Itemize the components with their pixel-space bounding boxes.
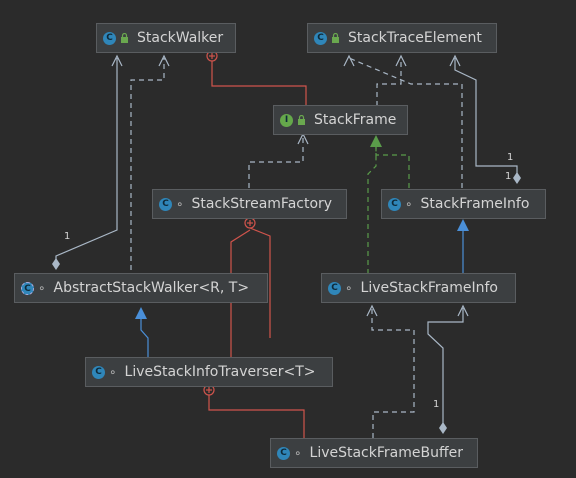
class-name: StackWalker — [137, 30, 224, 46]
class-node-stack-walker[interactable]: C StackWalker — [96, 23, 236, 53]
package-visibility-icon: ∘ — [405, 197, 413, 211]
interface-node-stack-frame[interactable]: I StackFrame — [273, 105, 408, 135]
multiplicity-label: 1 — [507, 152, 513, 163]
multiplicity-label: 1 — [64, 231, 70, 242]
open-arrowhead — [158, 54, 170, 67]
class-node-live-stack-frame-buffer[interactable]: C ∘ LiveStackFrameBuffer — [270, 438, 478, 468]
class-node-abstract-stack-walker[interactable]: C ∘ AbstractStackWalker<R, T> — [14, 273, 268, 303]
class-name: AbstractStackWalker<R, T> — [53, 280, 250, 296]
extends-arrowhead — [457, 219, 469, 231]
edge-ssf-sf-dependency — [248, 136, 304, 188]
edge-asw-sw-dependency — [130, 58, 165, 270]
class-icon: C — [328, 281, 341, 295]
edge-lsfb-lsfi-aggregation — [427, 308, 464, 428]
class-name: LiveStackFrameBuffer — [309, 445, 463, 461]
class-node-live-stack-frame-info[interactable]: C ∘ LiveStackFrameInfo — [321, 273, 516, 303]
class-name: StackStreamFactory — [191, 196, 333, 212]
lock-icon — [332, 33, 339, 43]
open-arrowhead — [449, 54, 461, 67]
package-visibility-icon: ∘ — [109, 365, 117, 379]
class-node-stack-stream-factory[interactable]: C ∘ StackStreamFactory — [152, 189, 347, 219]
class-icon: C — [388, 197, 401, 211]
class-icon: C — [277, 446, 290, 460]
package-visibility-icon: ∘ — [345, 281, 353, 295]
multiplicity-label: 1 — [505, 171, 511, 182]
inner-class-marker — [203, 384, 215, 396]
class-name: LiveStackFrameInfo — [360, 280, 498, 296]
implements-arrowhead — [370, 135, 382, 147]
abstract-class-icon: C — [21, 281, 34, 295]
class-node-stack-frame-info[interactable]: C ∘ StackFrameInfo — [381, 189, 546, 219]
class-node-stack-trace-element[interactable]: C StackTraceElement — [307, 23, 497, 53]
aggregation-diamond — [52, 258, 60, 270]
edge-lsfi-sf-implements — [367, 138, 377, 274]
package-visibility-icon: ∘ — [38, 281, 46, 295]
inner-class-marker — [244, 217, 256, 229]
class-icon: C — [103, 31, 116, 45]
package-visibility-icon: ∘ — [176, 197, 184, 211]
class-icon: C — [92, 365, 105, 379]
edge-asw-ssf-inner — [249, 227, 271, 338]
class-name: LiveStackInfoTraverser<T> — [124, 364, 316, 380]
package-visibility-icon: ∘ — [294, 446, 302, 460]
edge-sf-sw-inner — [211, 58, 307, 106]
extends-arrowhead — [135, 307, 147, 319]
lock-icon — [121, 33, 128, 43]
open-arrowhead — [366, 304, 378, 317]
aggregation-diamond — [439, 422, 447, 434]
class-node-live-stack-info-traverser[interactable]: C ∘ LiveStackInfoTraverser<T> — [85, 357, 333, 387]
class-name: StackTraceElement — [348, 30, 482, 46]
open-arrowhead — [111, 54, 123, 67]
edge-sf-ste-dependency — [376, 58, 402, 106]
edge-lsfb-lsit-inner — [208, 385, 305, 440]
class-name: StackFrame — [314, 112, 397, 128]
class-name: StackFrameInfo — [420, 196, 530, 212]
edge-lsit-ssf-inner — [230, 229, 251, 358]
class-icon: C — [159, 197, 172, 211]
open-arrowhead — [343, 54, 355, 67]
edge-lsit-asw-extends — [140, 310, 149, 358]
aggregation-diamond — [513, 172, 521, 184]
edge-sfi-ste-aggregation — [454, 58, 518, 183]
class-icon: C — [314, 31, 327, 45]
edge-sfi-ste-dependency — [348, 57, 463, 188]
lock-icon — [298, 115, 305, 125]
edge-lsfb-lsfi-dependency — [371, 308, 415, 438]
open-arrowhead — [457, 304, 469, 317]
multiplicity-label: 1 — [433, 399, 439, 410]
open-arrowhead — [395, 54, 407, 67]
interface-icon: I — [280, 113, 293, 127]
